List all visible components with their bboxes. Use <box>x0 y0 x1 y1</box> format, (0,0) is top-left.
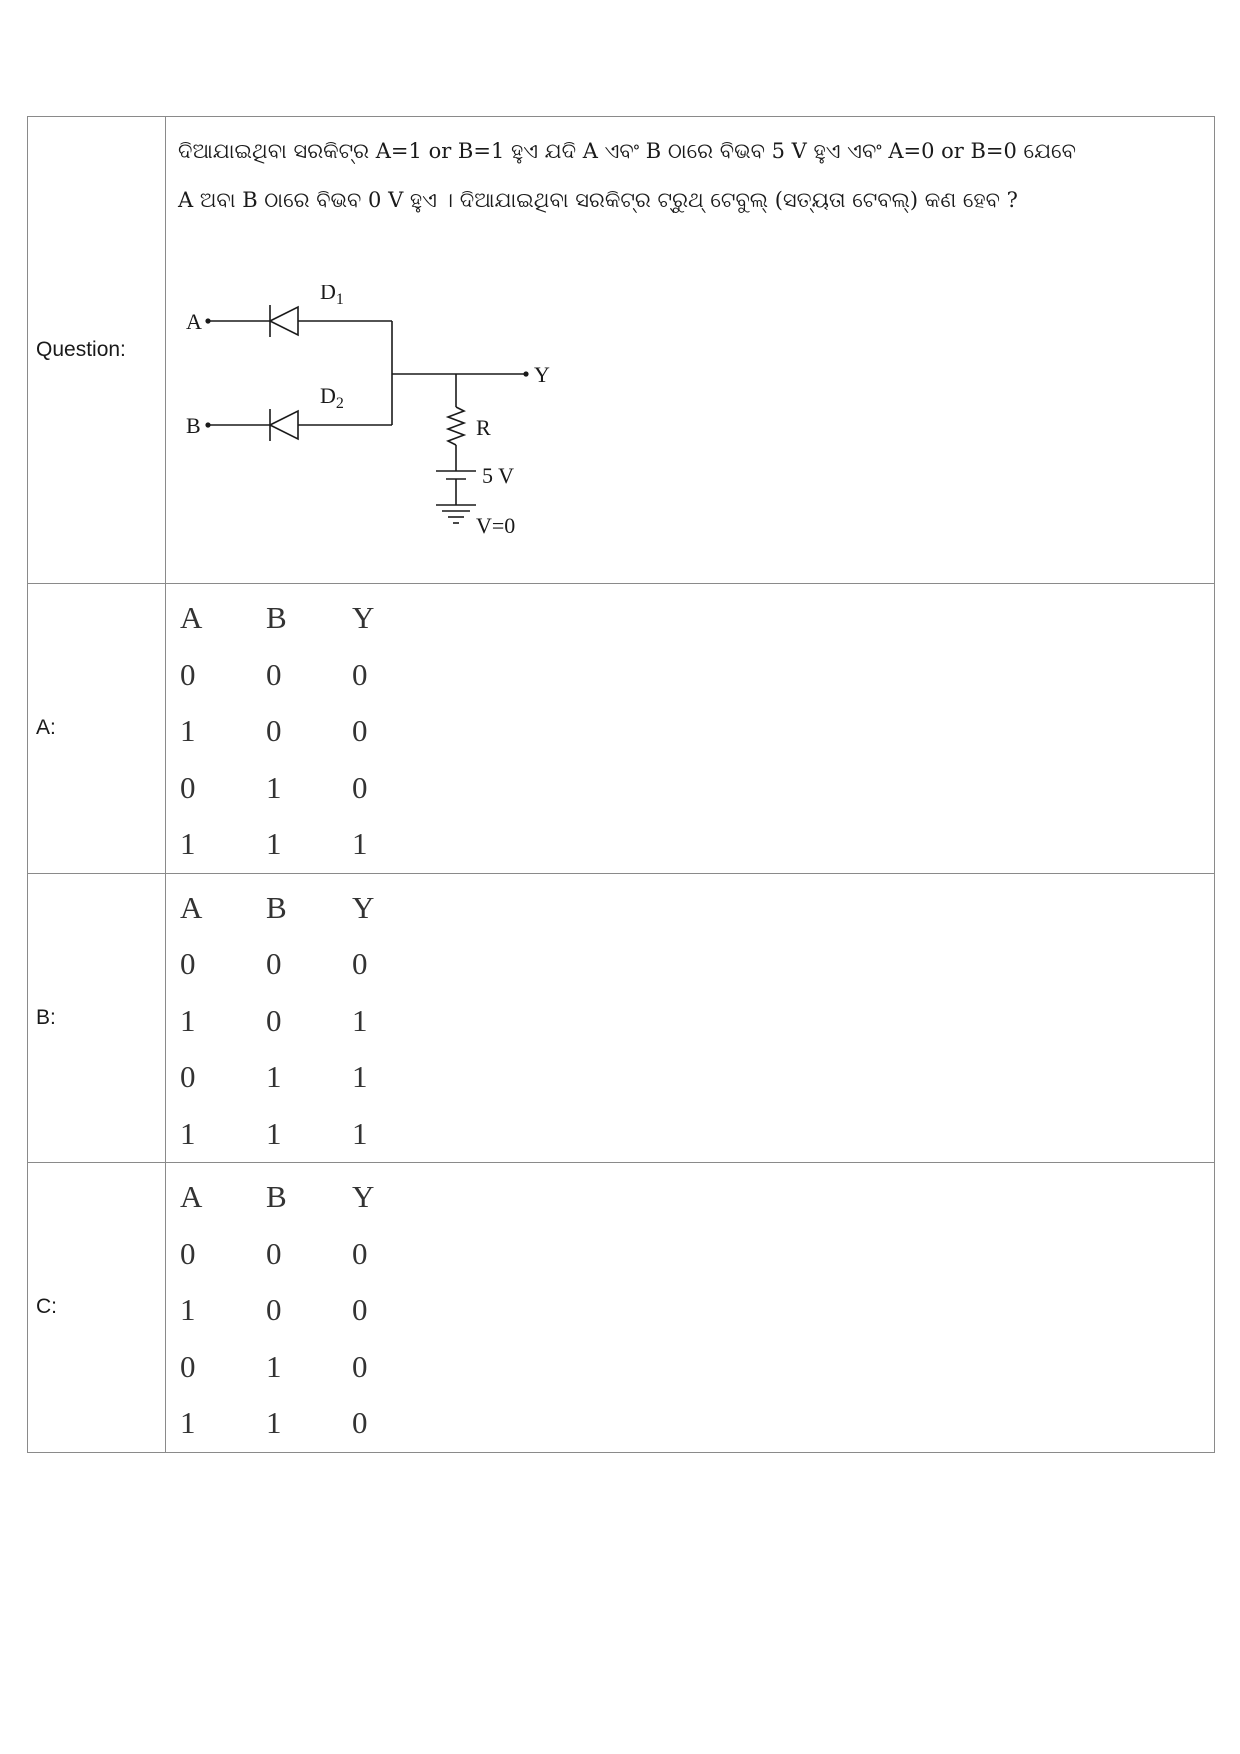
table-cell: 1 <box>352 826 368 862</box>
header-cell: Y <box>352 1179 375 1215</box>
table-cell: 1 <box>180 826 196 862</box>
table-cell: 0 <box>180 656 196 692</box>
question-sheet: Question: ଦିଆଯାଇଥିବା ସରକିଟ୍‌ର A=1 or B=1… <box>27 116 1215 1453</box>
table-row: 1 0 0 <box>176 703 434 760</box>
header-cell: A <box>180 1179 203 1215</box>
table-row: 0 1 1 <box>176 1049 434 1106</box>
table-row: 1 1 1 <box>176 1106 434 1163</box>
table-cell: 0 <box>352 946 368 982</box>
diode-d1-label: D1 <box>320 285 344 308</box>
table-cell: 1 <box>266 826 282 862</box>
option-row-c: C: A B Y 0 0 0 1 0 0 0 <box>27 1162 1215 1453</box>
header-cell: Y <box>352 600 375 636</box>
question-text-line2: A ଅବା B ଠାରେ ବିଭବ 0 V ହୁଏ । ଦିଆଯାଇଥିବା ସ… <box>178 188 1018 212</box>
question-row: Question: ଦିଆଯାଇଥିବା ସରକିଟ୍‌ର A=1 or B=1… <box>27 116 1215 584</box>
input-b-label: B <box>186 413 201 438</box>
table-row: 1 0 0 <box>176 1282 434 1339</box>
truth-table: A B Y 0 0 0 1 0 1 0 1 1 <box>176 880 434 1163</box>
diode-d1 <box>268 305 299 337</box>
output-y-label: Y <box>534 362 550 387</box>
table-cell: 1 <box>180 713 196 749</box>
table-cell: 1 <box>266 1059 282 1095</box>
table-cell: 1 <box>352 1059 368 1095</box>
option-content[interactable]: A B Y 0 0 0 1 0 0 0 1 0 <box>165 1162 1215 1453</box>
question-text: ଦିଆଯାଇଥିବା ସରକିଟ୍‌ର A=1 or B=1 ହୁଏ ଯଦି A… <box>178 127 1204 225</box>
option-label: C: <box>27 1162 166 1453</box>
truth-table: A B Y 0 0 0 1 0 0 0 1 0 <box>176 1169 434 1452</box>
circuit-diagram: A B D1 D2 Y R 5 V V=0 <box>186 285 550 538</box>
table-cell: 0 <box>352 1348 368 1384</box>
table-cell: 0 <box>266 713 282 749</box>
table-row: 1 1 0 <box>176 1395 434 1452</box>
truth-table-header: A B Y <box>176 1169 434 1226</box>
header-cell: A <box>180 889 203 925</box>
table-cell: 1 <box>180 1292 196 1328</box>
table-cell: 0 <box>266 656 282 692</box>
question-label: Question: <box>27 116 166 584</box>
table-cell: 1 <box>266 1348 282 1384</box>
table-row: 1 0 1 <box>176 993 434 1050</box>
option-label: A: <box>27 583 166 874</box>
option-content[interactable]: A B Y 0 0 0 1 0 0 0 1 0 <box>165 583 1215 874</box>
table-row: 0 0 0 <box>176 1226 434 1283</box>
table-cell: 1 <box>180 1002 196 1038</box>
header-cell: Y <box>352 889 375 925</box>
truth-table-header: A B Y <box>176 880 434 937</box>
diode-d2 <box>268 409 299 441</box>
table-cell: 1 <box>352 1002 368 1038</box>
header-cell: B <box>266 1179 287 1215</box>
table-cell: 0 <box>266 946 282 982</box>
table-cell: 0 <box>266 1002 282 1038</box>
table-row: 0 1 0 <box>176 760 434 817</box>
table-cell: 0 <box>352 1405 368 1441</box>
table-row: 0 0 0 <box>176 936 434 993</box>
table-cell: 0 <box>266 1292 282 1328</box>
table-cell: 1 <box>266 769 282 805</box>
header-cell: A <box>180 600 203 636</box>
option-row-b: B: A B Y 0 0 0 1 0 1 0 <box>27 872 1215 1163</box>
table-cell: 0 <box>180 946 196 982</box>
resistor <box>445 406 467 446</box>
table-cell: 1 <box>180 1115 196 1151</box>
option-content[interactable]: A B Y 0 0 0 1 0 1 0 1 1 <box>165 872 1215 1163</box>
table-cell: 1 <box>180 1405 196 1441</box>
truth-table-header: A B Y <box>176 590 434 647</box>
table-cell: 1 <box>266 1405 282 1441</box>
diode-d2-label: D2 <box>320 383 344 412</box>
table-cell: 0 <box>352 769 368 805</box>
table-cell: 0 <box>266 1235 282 1271</box>
table-cell: 0 <box>352 713 368 749</box>
option-row-a: A: A B Y 0 0 0 1 0 0 0 <box>27 583 1215 874</box>
table-row: 0 0 0 <box>176 647 434 704</box>
table-cell: 1 <box>352 1115 368 1151</box>
question-text-line1: ଦିଆଯାଇଥିବା ସରକିଟ୍‌ର A=1 or B=1 ହୁଏ ଯଦି A… <box>178 139 1076 163</box>
table-cell: 0 <box>180 1059 196 1095</box>
ground-label: V=0 <box>476 513 515 538</box>
input-a-label: A <box>186 309 202 334</box>
option-label: B: <box>27 872 166 1163</box>
table-cell: 0 <box>352 1292 368 1328</box>
supply-label: 5 V <box>482 463 514 488</box>
question-content: ଦିଆଯାଇଥିବା ସରକିଟ୍‌ର A=1 or B=1 ହୁଏ ଯଦି A… <box>165 116 1215 584</box>
table-row: 0 1 0 <box>176 1339 434 1396</box>
truth-table: A B Y 0 0 0 1 0 0 0 1 0 <box>176 590 434 873</box>
resistor-label: R <box>476 415 491 440</box>
table-cell: 0 <box>352 656 368 692</box>
table-cell: 0 <box>180 1348 196 1384</box>
table-cell: 0 <box>352 1235 368 1271</box>
table-cell: 0 <box>180 1235 196 1271</box>
table-row: 1 1 1 <box>176 816 434 873</box>
table-cell: 1 <box>266 1115 282 1151</box>
header-cell: B <box>266 600 287 636</box>
header-cell: B <box>266 889 287 925</box>
table-cell: 0 <box>180 769 196 805</box>
